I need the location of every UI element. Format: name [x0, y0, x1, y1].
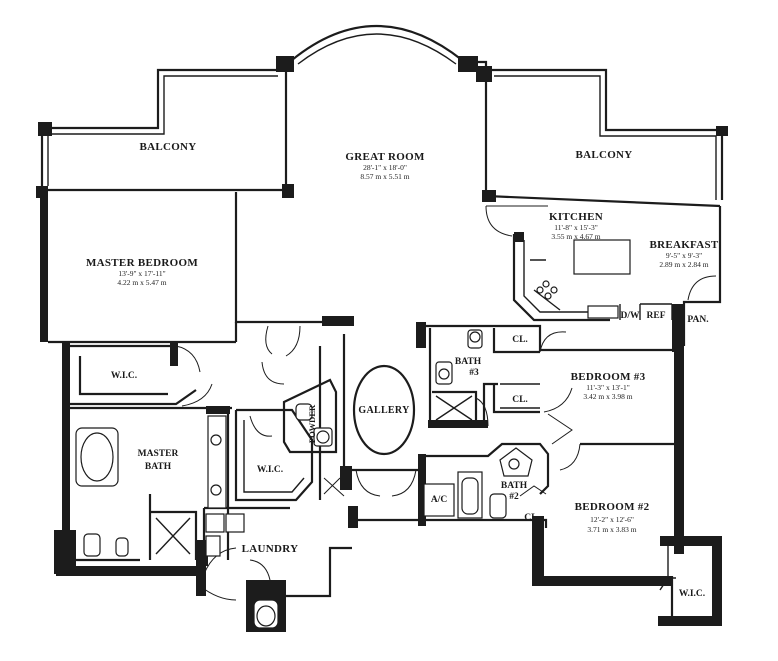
kitchen-title: KITCHEN	[549, 211, 603, 223]
kitchen-dim-imperial: 11'-8" x 15'-3"	[554, 223, 598, 232]
gallery-title: GALLERY	[358, 405, 410, 416]
bedroom2-title: BEDROOM #2	[575, 501, 650, 513]
balcony-right-title: BALCONY	[575, 149, 632, 161]
master-bath-title: MASTER	[138, 449, 179, 459]
master-bath-title-2: BATH	[145, 462, 172, 472]
balcony-left-title: BALCONY	[139, 141, 196, 153]
bedroom3-dim-imperial: 11'-3" x 13'-1"	[586, 383, 630, 392]
ac-label: A/C	[431, 495, 448, 505]
bedroom2-dim-imperial: 12'-2" x 12'-6"	[590, 515, 634, 524]
closet-bath2-label: CL.	[524, 513, 540, 523]
kitchen-dim-metric: 3.55 m x 4.67 m	[551, 232, 600, 241]
wic-bed2-title: W.I.C.	[679, 589, 705, 599]
great-room-dim-imperial: 28'-1" x 18'-0"	[363, 163, 407, 172]
breakfast-dim-imperial: 9'-5" x 9'-3"	[666, 251, 702, 260]
dishwasher-label: D/W	[621, 311, 641, 321]
master-bedroom-title: MASTER BEDROOM	[86, 257, 198, 269]
powder-title: POWDER	[307, 404, 317, 443]
wic-master-title: W.I.C.	[111, 371, 137, 381]
bedroom2-dim-metric: 3.71 m x 3.83 m	[587, 525, 636, 534]
laundry-title: LAUNDRY	[242, 543, 299, 555]
master-bedroom-dim-metric: 4.22 m x 5.47 m	[117, 278, 166, 287]
bath2-number: #2	[509, 492, 519, 502]
fixture-labels: CL. CL. CL. A/C D/W REF PAN.	[431, 311, 709, 523]
bath3-title: BATH	[455, 357, 482, 367]
bedroom3-title: BEDROOM #3	[571, 371, 646, 383]
master-bedroom-dim-imperial: 13'-9" x 17'-11"	[118, 269, 165, 278]
bedroom3-dim-metric: 3.42 m x 3.98 m	[583, 392, 632, 401]
bath2-title: BATH	[501, 481, 528, 491]
refrigerator-label: REF	[647, 311, 666, 321]
great-room-dim-metric: 8.57 m x 5.51 m	[360, 172, 409, 181]
closet-top-label: CL.	[512, 335, 528, 345]
wic-bath-title: W.I.C.	[257, 465, 283, 475]
breakfast-title: BREAKFAST	[649, 239, 718, 251]
breakfast-dim-metric: 2.89 m x 2.84 m	[659, 260, 708, 269]
closet-mid-label: CL.	[512, 395, 528, 405]
doors	[175, 205, 717, 601]
fixtures	[75, 329, 533, 629]
great-room-title: GREAT ROOM	[345, 151, 425, 163]
room-labels: GREAT ROOM 28'-1" x 18'-0" 8.57 m x 5.51…	[86, 141, 719, 599]
walls	[36, 25, 728, 632]
bath3-number: #3	[469, 368, 479, 378]
pantry-label: PAN.	[687, 315, 708, 325]
